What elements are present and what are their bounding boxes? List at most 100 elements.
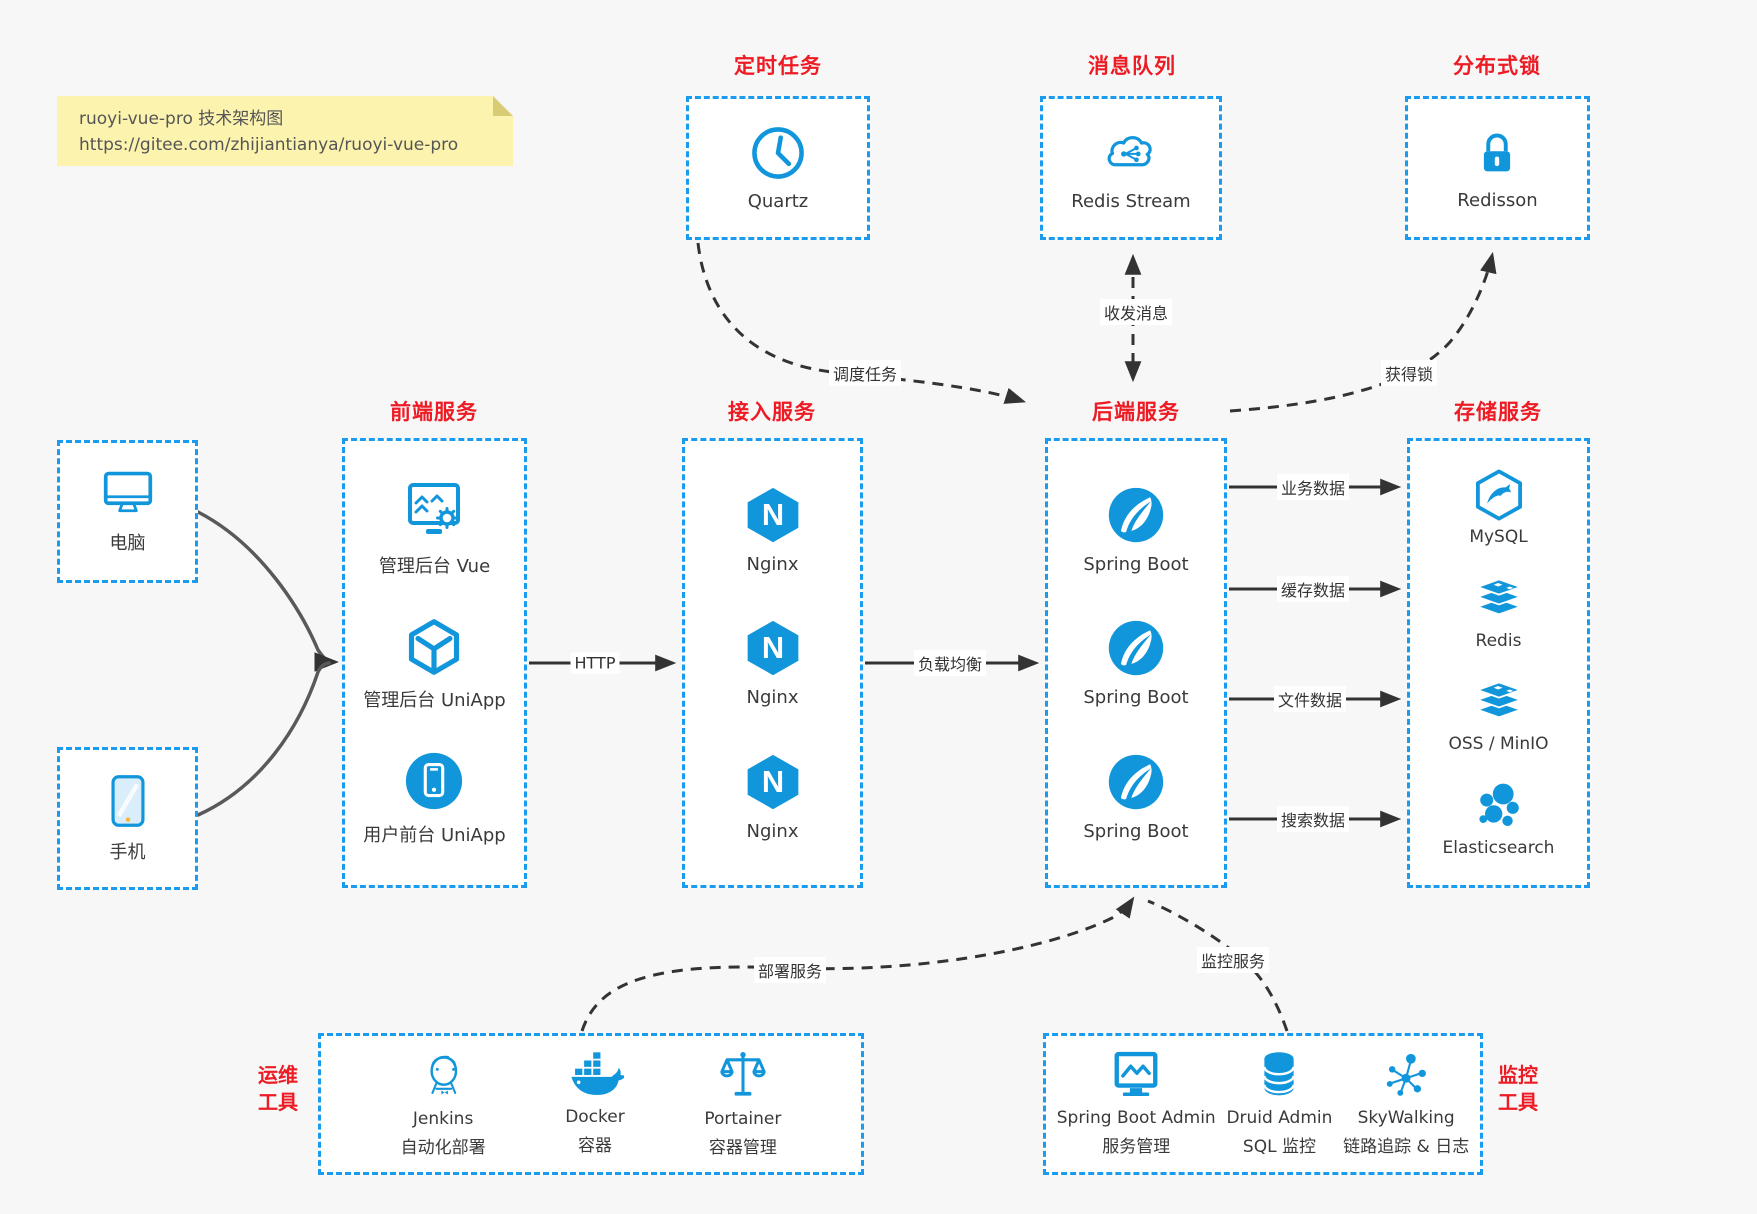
jenkins-icon <box>417 1048 469 1102</box>
edge-computer-to-frontend <box>196 510 339 672</box>
ops-tools-box: Jenkins 自动化部署 Docker 容器 Portainer 容器管理 <box>318 1033 864 1175</box>
docker-icon <box>566 1050 624 1100</box>
service-label: 管理后台 Vue <box>378 556 491 578</box>
service-label: Spring Boot <box>1083 553 1189 575</box>
phone-icon <box>105 773 151 829</box>
edge-label-get-lock: 获得锁 <box>1380 360 1438 386</box>
tool-item: Jenkins 自动化部署 <box>401 1048 486 1160</box>
storage-box: MySQL Redis OSS / MinIO Elasticsearch <box>1407 438 1590 888</box>
service-item: 电脑 <box>98 468 158 555</box>
service-item: Redisson <box>1457 125 1538 211</box>
service-item: N Nginx <box>744 485 802 575</box>
nginx-icon: N <box>744 485 802 545</box>
service-item: Elasticsearch <box>1442 781 1555 859</box>
service-label: Nginx <box>746 820 799 842</box>
tool-name: SkyWalking <box>1357 1108 1455 1129</box>
client-box-phone: 手机 <box>57 747 198 890</box>
group-title-gateway: 接入服务 <box>728 400 816 424</box>
svg-text:N: N <box>761 763 783 798</box>
edge-label-search-data: 搜索数据 <box>1276 806 1350 832</box>
edge-label-monitor-service: 监控服务 <box>1196 947 1270 973</box>
elasticsearch-icon <box>1470 781 1526 833</box>
service-label: Redisson <box>1457 190 1538 211</box>
tool-desc: 容器管理 <box>708 1138 777 1158</box>
sticky-note: ruoyi-vue-pro 技术架构图 https://gitee.com/zh… <box>57 96 513 166</box>
edge-label-schedule-task: 调度任务 <box>828 360 902 386</box>
nginx-icon: N <box>744 752 802 812</box>
spring-boot-icon <box>1106 618 1166 678</box>
service-item: Spring Boot <box>1083 485 1189 575</box>
clock-icon <box>749 124 807 182</box>
service-label: Redis <box>1475 630 1522 651</box>
service-label: Redis Stream <box>1071 191 1191 212</box>
edge-schedule-task <box>696 242 1027 404</box>
service-item: OSS / MinIO <box>1448 677 1549 754</box>
edge-label-deploy-service: 部署服务 <box>753 957 827 983</box>
monitor-tools-box: Spring Boot Admin 服务管理 Druid Admin SQL 监… <box>1043 1033 1483 1175</box>
service-label: Spring Boot <box>1083 820 1189 842</box>
quartz-box: Quartz <box>686 96 870 240</box>
skywalking-icon <box>1380 1049 1432 1101</box>
edge-label-http: HTTP <box>570 652 620 674</box>
edge-phone-to-frontend <box>196 661 331 817</box>
redis-stream-box: Redis Stream <box>1040 96 1222 240</box>
tool-item: Spring Boot Admin 服务管理 <box>1057 1049 1216 1159</box>
client-box-computer: 电脑 <box>57 440 198 583</box>
tool-desc: 容器 <box>577 1136 612 1156</box>
admin-vue-icon <box>401 479 467 543</box>
service-item: Redis <box>1470 574 1528 651</box>
group-title-frontend: 前端服务 <box>390 400 478 424</box>
edge-deploy-service <box>580 896 1135 1032</box>
redisson-box: Redisson <box>1405 96 1590 240</box>
edge-label-file-data: 文件数据 <box>1273 686 1347 712</box>
druid-database-icon <box>1253 1049 1305 1101</box>
service-item: Redis Stream <box>1071 124 1191 212</box>
mysql-icon <box>1472 468 1526 522</box>
svg-text:N: N <box>761 630 783 665</box>
service-item: Quartz <box>747 124 809 212</box>
user-uniapp-icon <box>403 750 465 812</box>
tool-desc: SQL 监控 <box>1242 1137 1316 1157</box>
edge-label-biz-data: 业务数据 <box>1276 474 1350 500</box>
ops-tools-title: 运维 工具 <box>258 1062 298 1116</box>
tool-name: Docker <box>565 1107 625 1128</box>
tool-item: Druid Admin SQL 监控 <box>1226 1049 1332 1159</box>
spring-boot-icon <box>1106 485 1166 545</box>
group-title-storage: 存储服务 <box>1454 400 1542 424</box>
computer-icon <box>98 468 158 520</box>
edge-get-lock <box>1229 251 1497 413</box>
service-item: MySQL <box>1469 468 1528 547</box>
oss-minio-icon <box>1470 677 1528 729</box>
service-label: Elasticsearch <box>1442 838 1555 859</box>
edge-label-load-balance: 负载均衡 <box>913 650 987 676</box>
portainer-icon <box>716 1048 770 1102</box>
group-title-backend: 后端服务 <box>1092 400 1180 424</box>
service-item: 管理后台 UniApp <box>363 617 506 712</box>
service-item: 管理后台 Vue <box>379 479 490 578</box>
nginx-icon: N <box>744 618 802 678</box>
service-item: 用户前台 UniApp <box>363 750 506 847</box>
gateway-box: N Nginx N Nginx N Nginx <box>682 438 863 888</box>
client-label: 手机 <box>109 842 146 863</box>
tool-desc: 链路追踪 & 日志 <box>1343 1137 1470 1157</box>
service-item: 手机 <box>105 773 151 864</box>
edge-label-send-receive-msg: 收发消息 <box>1099 299 1173 325</box>
client-label: 电脑 <box>109 533 146 554</box>
service-label: Quartz <box>747 191 809 212</box>
monitor-tools-title: 监控 工具 <box>1498 1062 1538 1116</box>
service-label: Spring Boot <box>1083 687 1189 708</box>
service-item: Spring Boot <box>1083 618 1189 708</box>
tool-item: SkyWalking 链路追踪 & 日志 <box>1343 1049 1469 1159</box>
spring-boot-icon <box>1106 752 1166 812</box>
note-title: ruoyi-vue-pro 技术架构图 <box>79 109 284 129</box>
tool-name: Druid Admin <box>1226 1108 1333 1129</box>
tool-desc: 自动化部署 <box>400 1138 486 1158</box>
service-item: N Nginx <box>744 618 802 708</box>
service-label: Nginx <box>746 687 799 708</box>
note-url: https://gitee.com/zhijiantianya/ruoyi-vu… <box>79 135 459 156</box>
monitor-tools-title-line1: 监控 <box>1498 1063 1538 1087</box>
monitor-tools-title-line2: 工具 <box>1498 1090 1538 1114</box>
ops-tools-title-line1: 运维 <box>258 1063 298 1087</box>
spring-boot-admin-icon <box>1108 1049 1164 1101</box>
